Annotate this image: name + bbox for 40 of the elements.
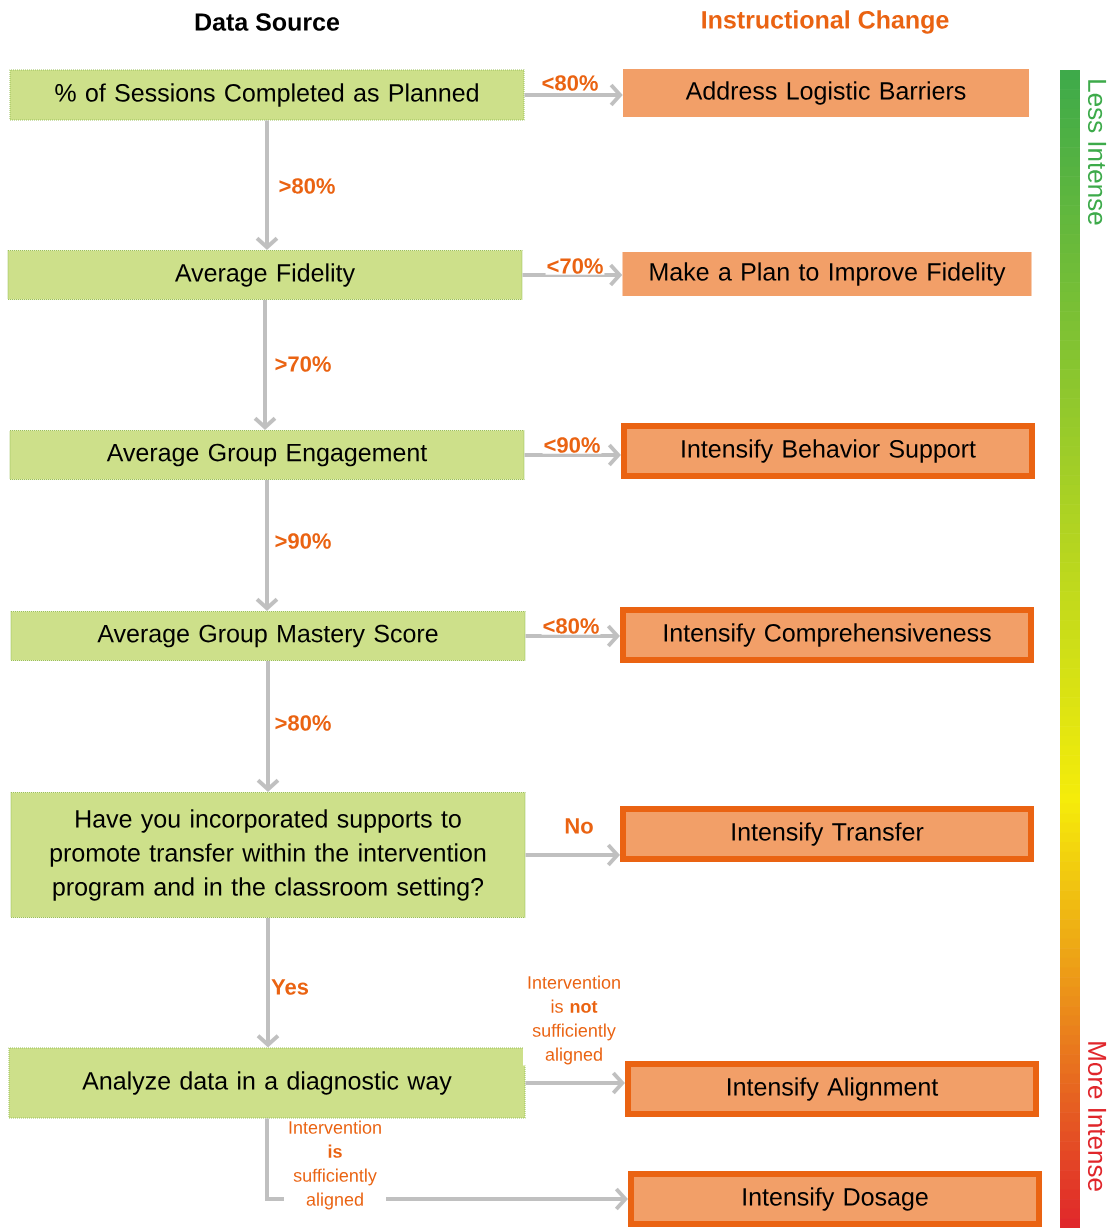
scale-label: More Intense [1087,1042,1107,1191]
action-box: Make a Plan to Improve Fidelity [622,252,1032,296]
arrow [253,300,277,430]
arrow [522,263,623,287]
arrow [256,661,280,792]
edge-label: >80% [277,177,337,195]
data-source-box: Average Group Mastery Score [10,611,526,661]
arrow [525,624,620,648]
data-source-box: % of Sessions Completed as Planned [9,69,525,121]
edge-label: Intervention is not sufficiently aligned [523,974,625,1066]
column-heading: Instructional Change [702,10,949,34]
arrow [255,120,279,250]
edge-label: >90% [273,532,333,550]
data-source-box: Average Fidelity [7,250,523,300]
action-box: Intensify Dosage [628,1171,1042,1227]
action-box: Intensify Comprehensiveness [620,607,1034,663]
edge-label: >80% [273,714,333,732]
edge-label: <90% [542,436,602,454]
edge-label: <80% [540,74,600,92]
edge-label: <80% [541,617,601,635]
arrow [256,918,280,1048]
action-box: Intensify Alignment [625,1061,1039,1117]
action-box: Intensify Behavior Support [621,423,1035,479]
arrow [524,83,623,107]
action-box: Address Logistic Barriers [623,69,1029,117]
arrow [525,1071,625,1095]
arrow [525,843,620,867]
arrow [255,480,279,611]
scale-label: Less Intense [1087,80,1107,225]
data-source-box: Analyze data in a diagnostic way [8,1047,526,1119]
edge-label: Yes [270,978,310,996]
edge-label: No [563,817,595,835]
data-source-box: Average Group Engagement [9,430,525,480]
edge-label: >70% [273,355,333,373]
data-source-box: Have you incorporated supports to promote transfer within the intervention program and in the classroom setting? [10,792,526,918]
edge-label: <70% [545,257,605,275]
column-heading: Data Source [195,13,340,31]
action-box: Intensify Transfer [620,806,1034,862]
edge-label: Intervention is sufficiently aligned [284,1119,386,1211]
arrow [524,443,621,467]
